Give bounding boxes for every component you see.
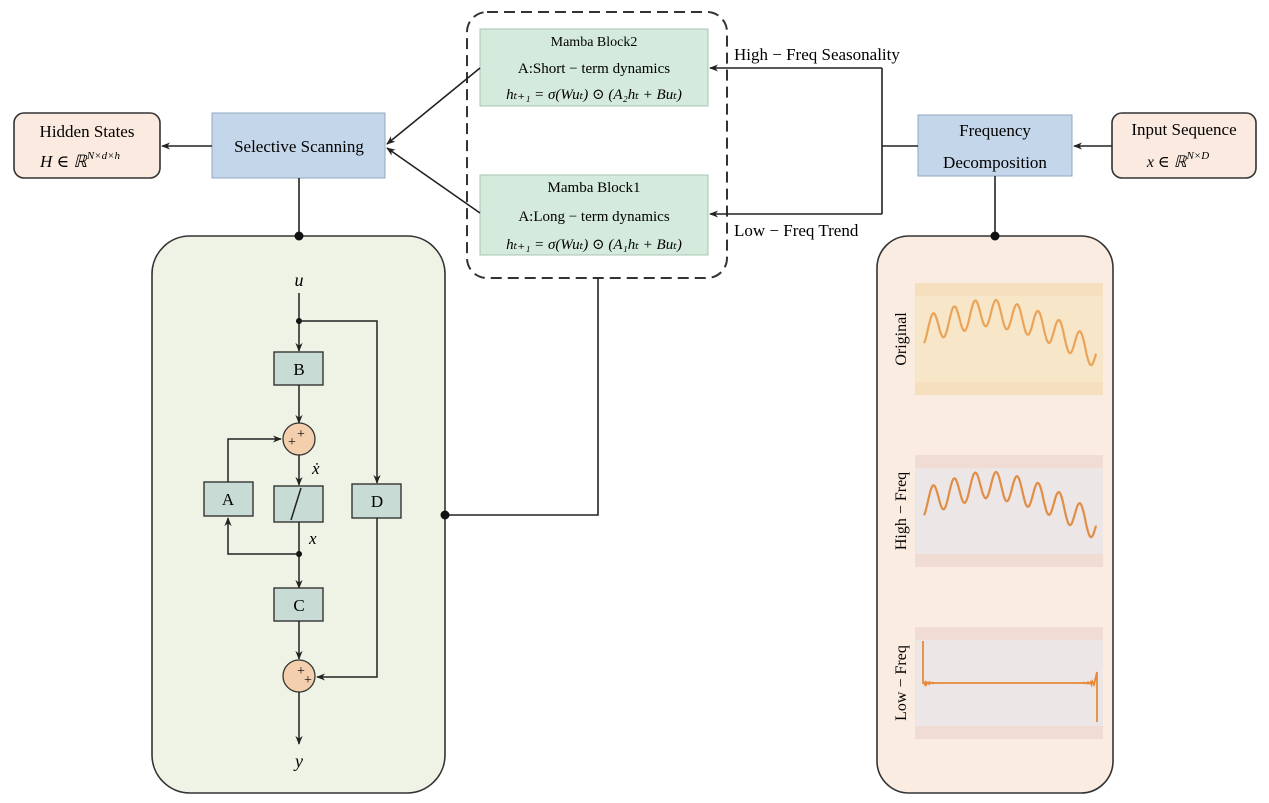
edge-block2-to-scanning [386, 67, 481, 145]
block-d-label: D [371, 492, 383, 511]
mamba-block1-node[interactable]: Mamba Block1 A:Long − term dynamics hₜ₊₁… [479, 174, 709, 256]
plot-original [915, 283, 1103, 395]
label-low-freq: Low − Freq [893, 645, 910, 721]
block-b-label: B [293, 360, 304, 379]
ssm-x: x [308, 529, 317, 548]
label-high-freq: High − Freq [893, 472, 910, 550]
integrator-icon [290, 487, 302, 521]
plus-sign: + [297, 427, 305, 442]
edge-x-to-a [224, 517, 299, 555]
edge-block1-to-scanning [386, 147, 481, 214]
junction-dot-signals [990, 231, 1000, 241]
label-original: Original [893, 312, 910, 366]
signal-high-freq-line [922, 470, 1098, 539]
high-freq-label: High − Freq Seasonality [734, 45, 900, 64]
low-freq-label: Low − Freq Trend [734, 221, 859, 240]
block-d[interactable]: D [351, 483, 402, 519]
block-b[interactable]: B [273, 351, 324, 386]
block-a[interactable]: A [203, 481, 254, 517]
mamba-block1-title: Mamba Block1 [548, 180, 641, 196]
plus-sign: + [304, 673, 312, 688]
edge-mamba-to-ssm [445, 278, 599, 516]
hidden-states-formula: H ∈ ℝN×d×h [39, 150, 121, 171]
frequency-decomposition-node[interactable]: Frequency Decomposition [917, 114, 1073, 177]
hidden-states-node[interactable]: Hidden States H ∈ ℝN×d×h [13, 112, 161, 179]
signal-low-freq-line [922, 641, 1098, 722]
mamba-block1-subtitle: A:Long − term dynamics [518, 209, 670, 225]
plot-low-freq [915, 627, 1103, 739]
signal-original-line [922, 298, 1098, 367]
block-c-label: C [293, 596, 304, 615]
block-c[interactable]: C [273, 587, 324, 622]
input-sequence-title: Input Sequence [1131, 120, 1236, 139]
plus-sign: + [288, 435, 296, 450]
edge-a-to-sum [227, 435, 282, 482]
mamba-block2-title: Mamba Block2 [551, 35, 638, 50]
edge-d-to-sum [316, 518, 378, 681]
ssm-x-dot: ẋ [311, 459, 320, 478]
mamba-block2-node[interactable]: Mamba Block2 A:Short − term dynamics hₜ₊… [479, 28, 709, 107]
hidden-states-title: Hidden States [40, 122, 135, 141]
mamba-block2-formula: hₜ₊₁ = σ(Wuₜ) ⊙ (A₂hₜ + Buₜ) [506, 87, 682, 103]
plot-high-freq [915, 455, 1103, 567]
input-sequence-node[interactable]: Input Sequence x ∈ ℝN×D [1111, 112, 1257, 179]
junction-dot-ssm [294, 231, 304, 241]
mamba-container [466, 11, 728, 279]
block-a-label: A [222, 490, 235, 509]
junction-dot-ssm-side [440, 510, 450, 520]
frequency-decomposition-line1: Frequency [959, 121, 1031, 140]
selective-scanning-label: Selective Scanning [234, 137, 364, 156]
selective-scanning-node[interactable]: Selective Scanning [211, 112, 386, 179]
ssm-output-y: y [293, 751, 303, 771]
mamba-block2-subtitle: A:Short − term dynamics [518, 61, 670, 77]
input-sequence-formula: x ∈ ℝN×D [1146, 150, 1209, 171]
block-integrator[interactable] [273, 485, 324, 523]
sum-node-top: + + [282, 422, 316, 456]
frequency-decomposition-line2: Decomposition [943, 153, 1047, 172]
sum-node-bottom: + + [282, 659, 316, 693]
ssm-input-u: u [295, 270, 304, 290]
plus-sign: + [297, 664, 305, 679]
edge-u-to-d [299, 320, 381, 484]
mamba-block1-formula: hₜ₊₁ = σ(Wuₜ) ⊙ (A₁hₜ + Buₜ) [506, 237, 682, 253]
